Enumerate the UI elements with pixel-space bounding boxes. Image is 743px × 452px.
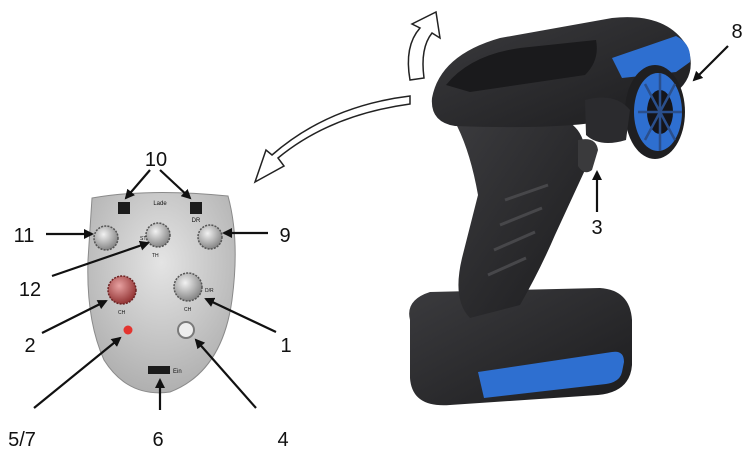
callout-3: 3 (591, 217, 602, 239)
power-switch-label: Ein (173, 369, 182, 375)
knob-label-st: ST (140, 236, 146, 242)
rotate-up-arrow-icon (408, 12, 440, 80)
knob-1[interactable] (174, 273, 202, 301)
callout-4: 4 (277, 429, 288, 451)
arrow-5-7 (34, 338, 120, 408)
pointer-arrow-icon (255, 96, 410, 182)
knob-12[interactable] (146, 223, 170, 247)
callout-6: 6 (152, 429, 163, 451)
callout-9: 9 (279, 225, 290, 247)
power-led (124, 326, 133, 335)
switch-bottom-label: DR (192, 218, 201, 224)
control-panel: Lade DR ST TH CH D/R CH Ein (88, 192, 235, 392)
switch-top-label: Lade (153, 201, 167, 207)
callout-2: 2 (24, 335, 35, 357)
callout-5-7: 5/7 (8, 429, 36, 451)
bind-button[interactable] (178, 322, 194, 338)
switch-right[interactable] (190, 202, 202, 214)
knob-label-dr: D/R (205, 288, 214, 294)
callout-12: 12 (19, 279, 41, 301)
knob-label-th: TH (152, 253, 159, 259)
steering-wheel-spokes (638, 73, 682, 151)
wheel-mount (585, 98, 630, 144)
arrow-4 (196, 340, 256, 408)
switch-left[interactable] (118, 202, 130, 214)
knob-11[interactable] (94, 226, 118, 250)
knob-2-red[interactable] (108, 276, 136, 304)
callout-8: 8 (731, 21, 742, 43)
callout-11: 11 (14, 225, 35, 247)
knob-9[interactable] (198, 225, 222, 249)
throttle-trigger (578, 139, 598, 172)
knob-label-ch-left: CH (118, 310, 126, 316)
power-switch[interactable] (148, 366, 170, 374)
callout-1: 1 (280, 335, 291, 357)
callout-10: 10 (145, 149, 167, 171)
arrow-8 (694, 46, 728, 80)
transmitter (409, 17, 691, 405)
knob-label-ch-right: CH (184, 307, 192, 313)
